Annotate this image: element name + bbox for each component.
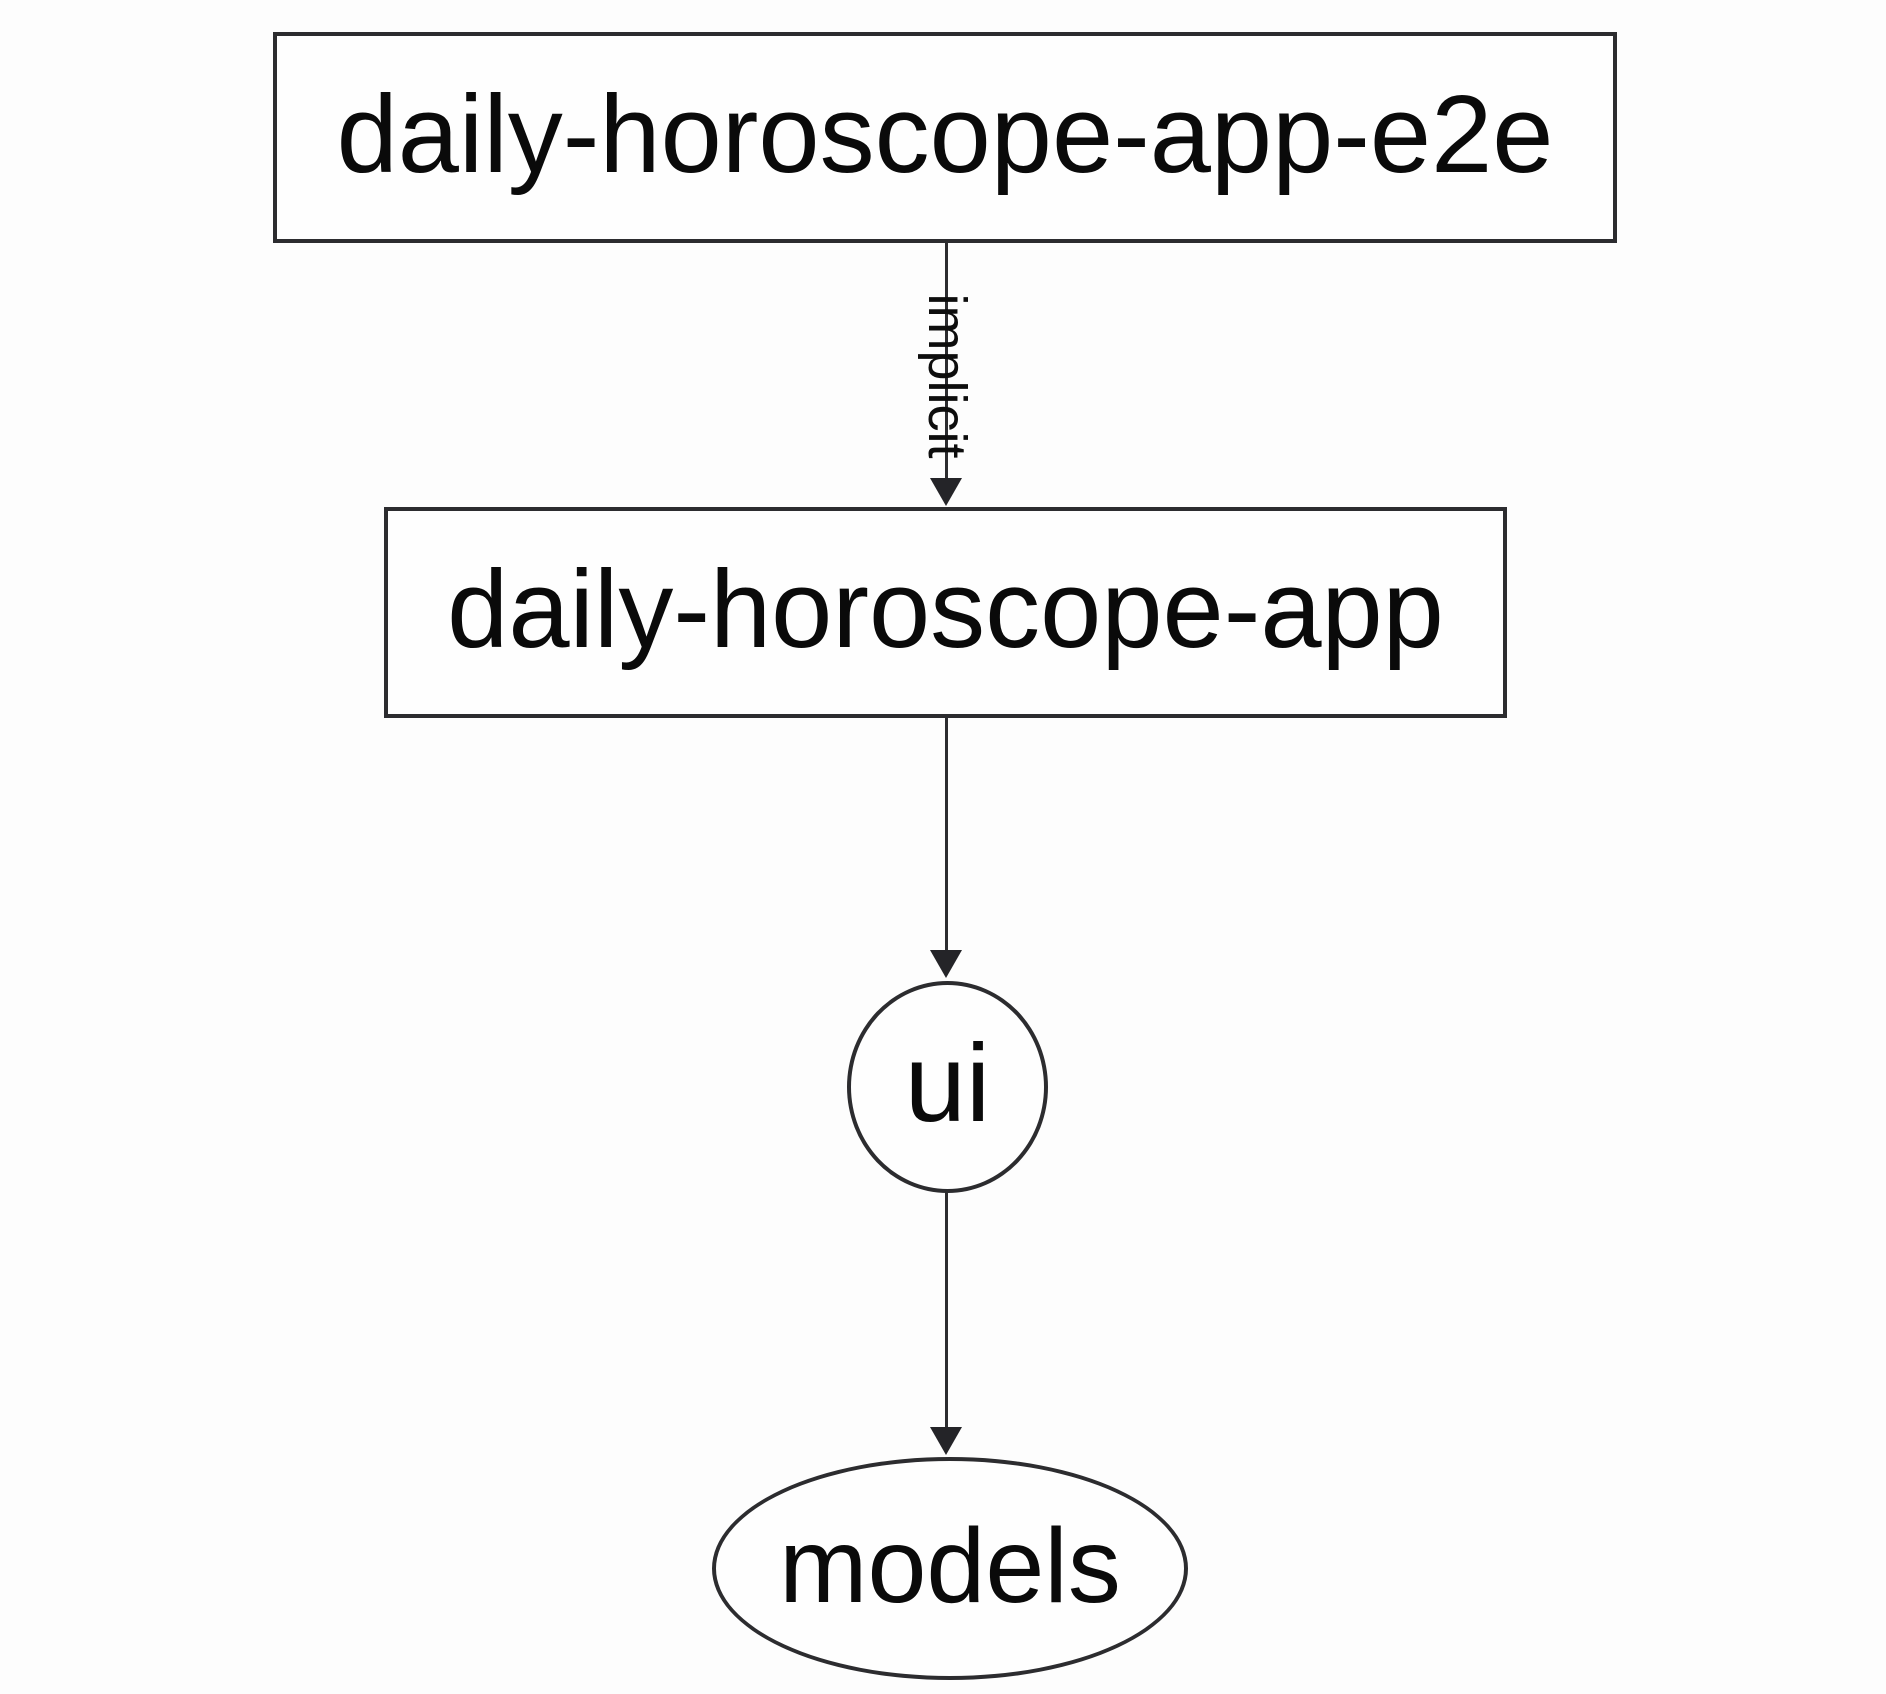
- node-daily-horoscope-app[interactable]: daily-horoscope-app: [384, 507, 1507, 718]
- node-label: daily-horoscope-app-e2e: [336, 72, 1554, 196]
- edge-arrowhead-icon: [930, 478, 962, 506]
- edge-ui-to-models-line: [945, 1192, 948, 1429]
- edge-arrowhead-icon: [930, 950, 962, 978]
- node-label: models: [779, 1506, 1121, 1625]
- node-label: ui: [904, 1022, 991, 1145]
- node-models[interactable]: models: [712, 1457, 1188, 1680]
- node-daily-horoscope-app-e2e[interactable]: daily-horoscope-app-e2e: [273, 32, 1617, 243]
- edge-e2e-to-app-line: [945, 243, 948, 480]
- edge-app-to-ui-line: [945, 717, 948, 952]
- node-label: daily-horoscope-app: [447, 547, 1444, 671]
- edge-label-implicit: implicit: [917, 293, 977, 459]
- node-ui[interactable]: ui: [847, 981, 1048, 1193]
- edge-arrowhead-icon: [930, 1427, 962, 1455]
